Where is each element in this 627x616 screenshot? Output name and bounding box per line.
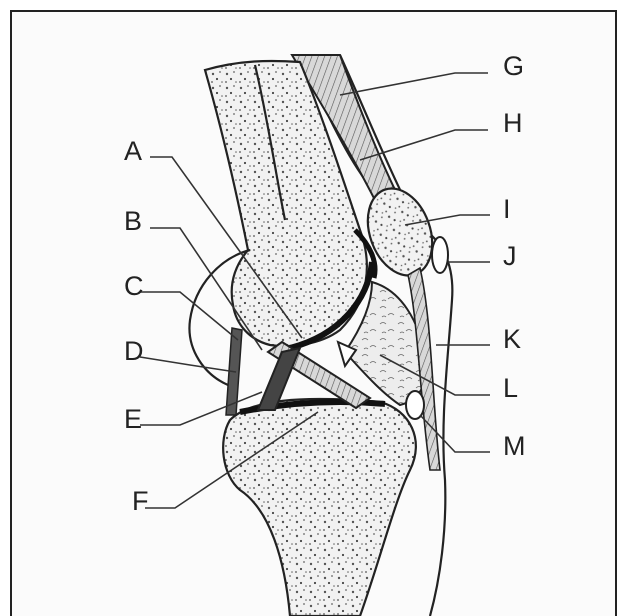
label-h: H — [503, 108, 523, 138]
prepatellar-bursa — [432, 237, 448, 273]
label-k: K — [503, 324, 521, 354]
label-m: M — [503, 431, 526, 461]
tibia — [223, 399, 416, 616]
label-a: A — [124, 136, 142, 166]
label-i: I — [503, 194, 511, 224]
label-g: G — [503, 51, 524, 81]
deep-infrapatellar-bursa — [406, 391, 424, 419]
label-b: B — [124, 206, 142, 236]
label-e: E — [124, 404, 142, 434]
label-c: C — [124, 271, 144, 301]
label-f: F — [132, 486, 149, 516]
label-j: J — [503, 241, 517, 271]
label-d: D — [124, 336, 144, 366]
label-l: L — [503, 373, 518, 403]
